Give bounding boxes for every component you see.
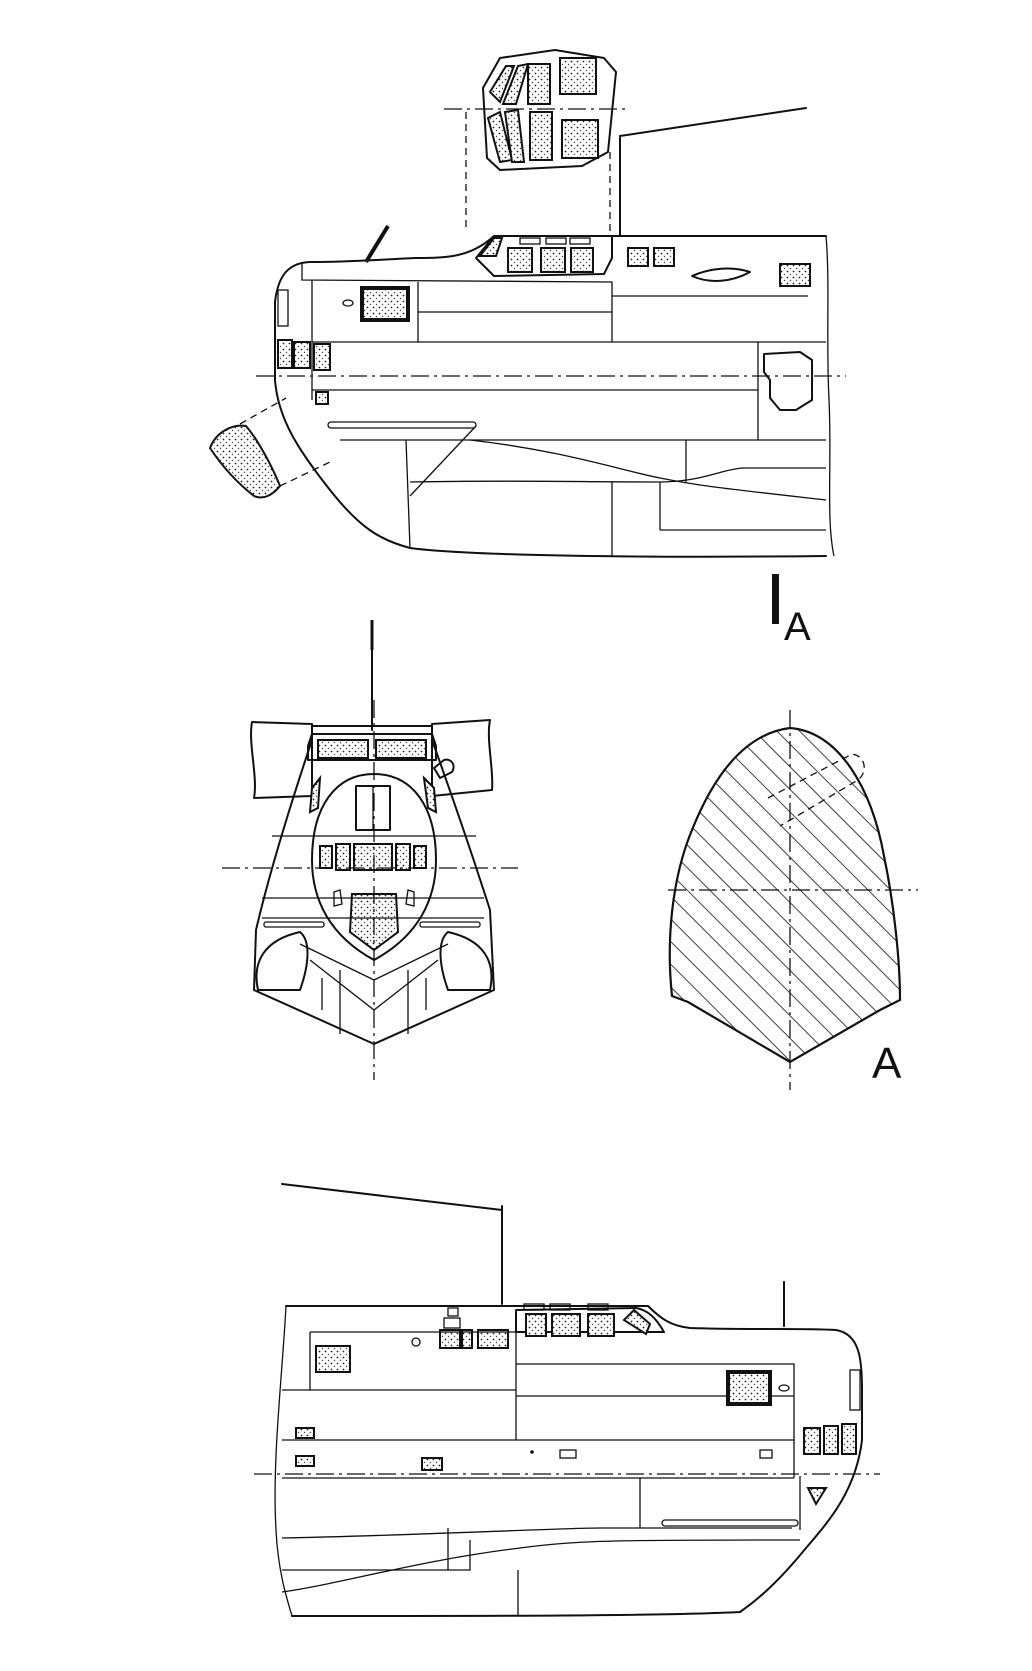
section-marker-letter: A <box>784 605 811 649</box>
side-view-top: A <box>208 49 846 649</box>
hull-side-top <box>256 224 846 558</box>
canopy-projection <box>444 49 807 237</box>
section-marker: A <box>772 574 811 649</box>
section-label: A <box>872 1039 902 1088</box>
side-view-bottom <box>254 1183 880 1617</box>
bow-hatch-detail <box>208 397 331 499</box>
section-a-view: A <box>668 710 918 1090</box>
front-view <box>222 620 518 1080</box>
